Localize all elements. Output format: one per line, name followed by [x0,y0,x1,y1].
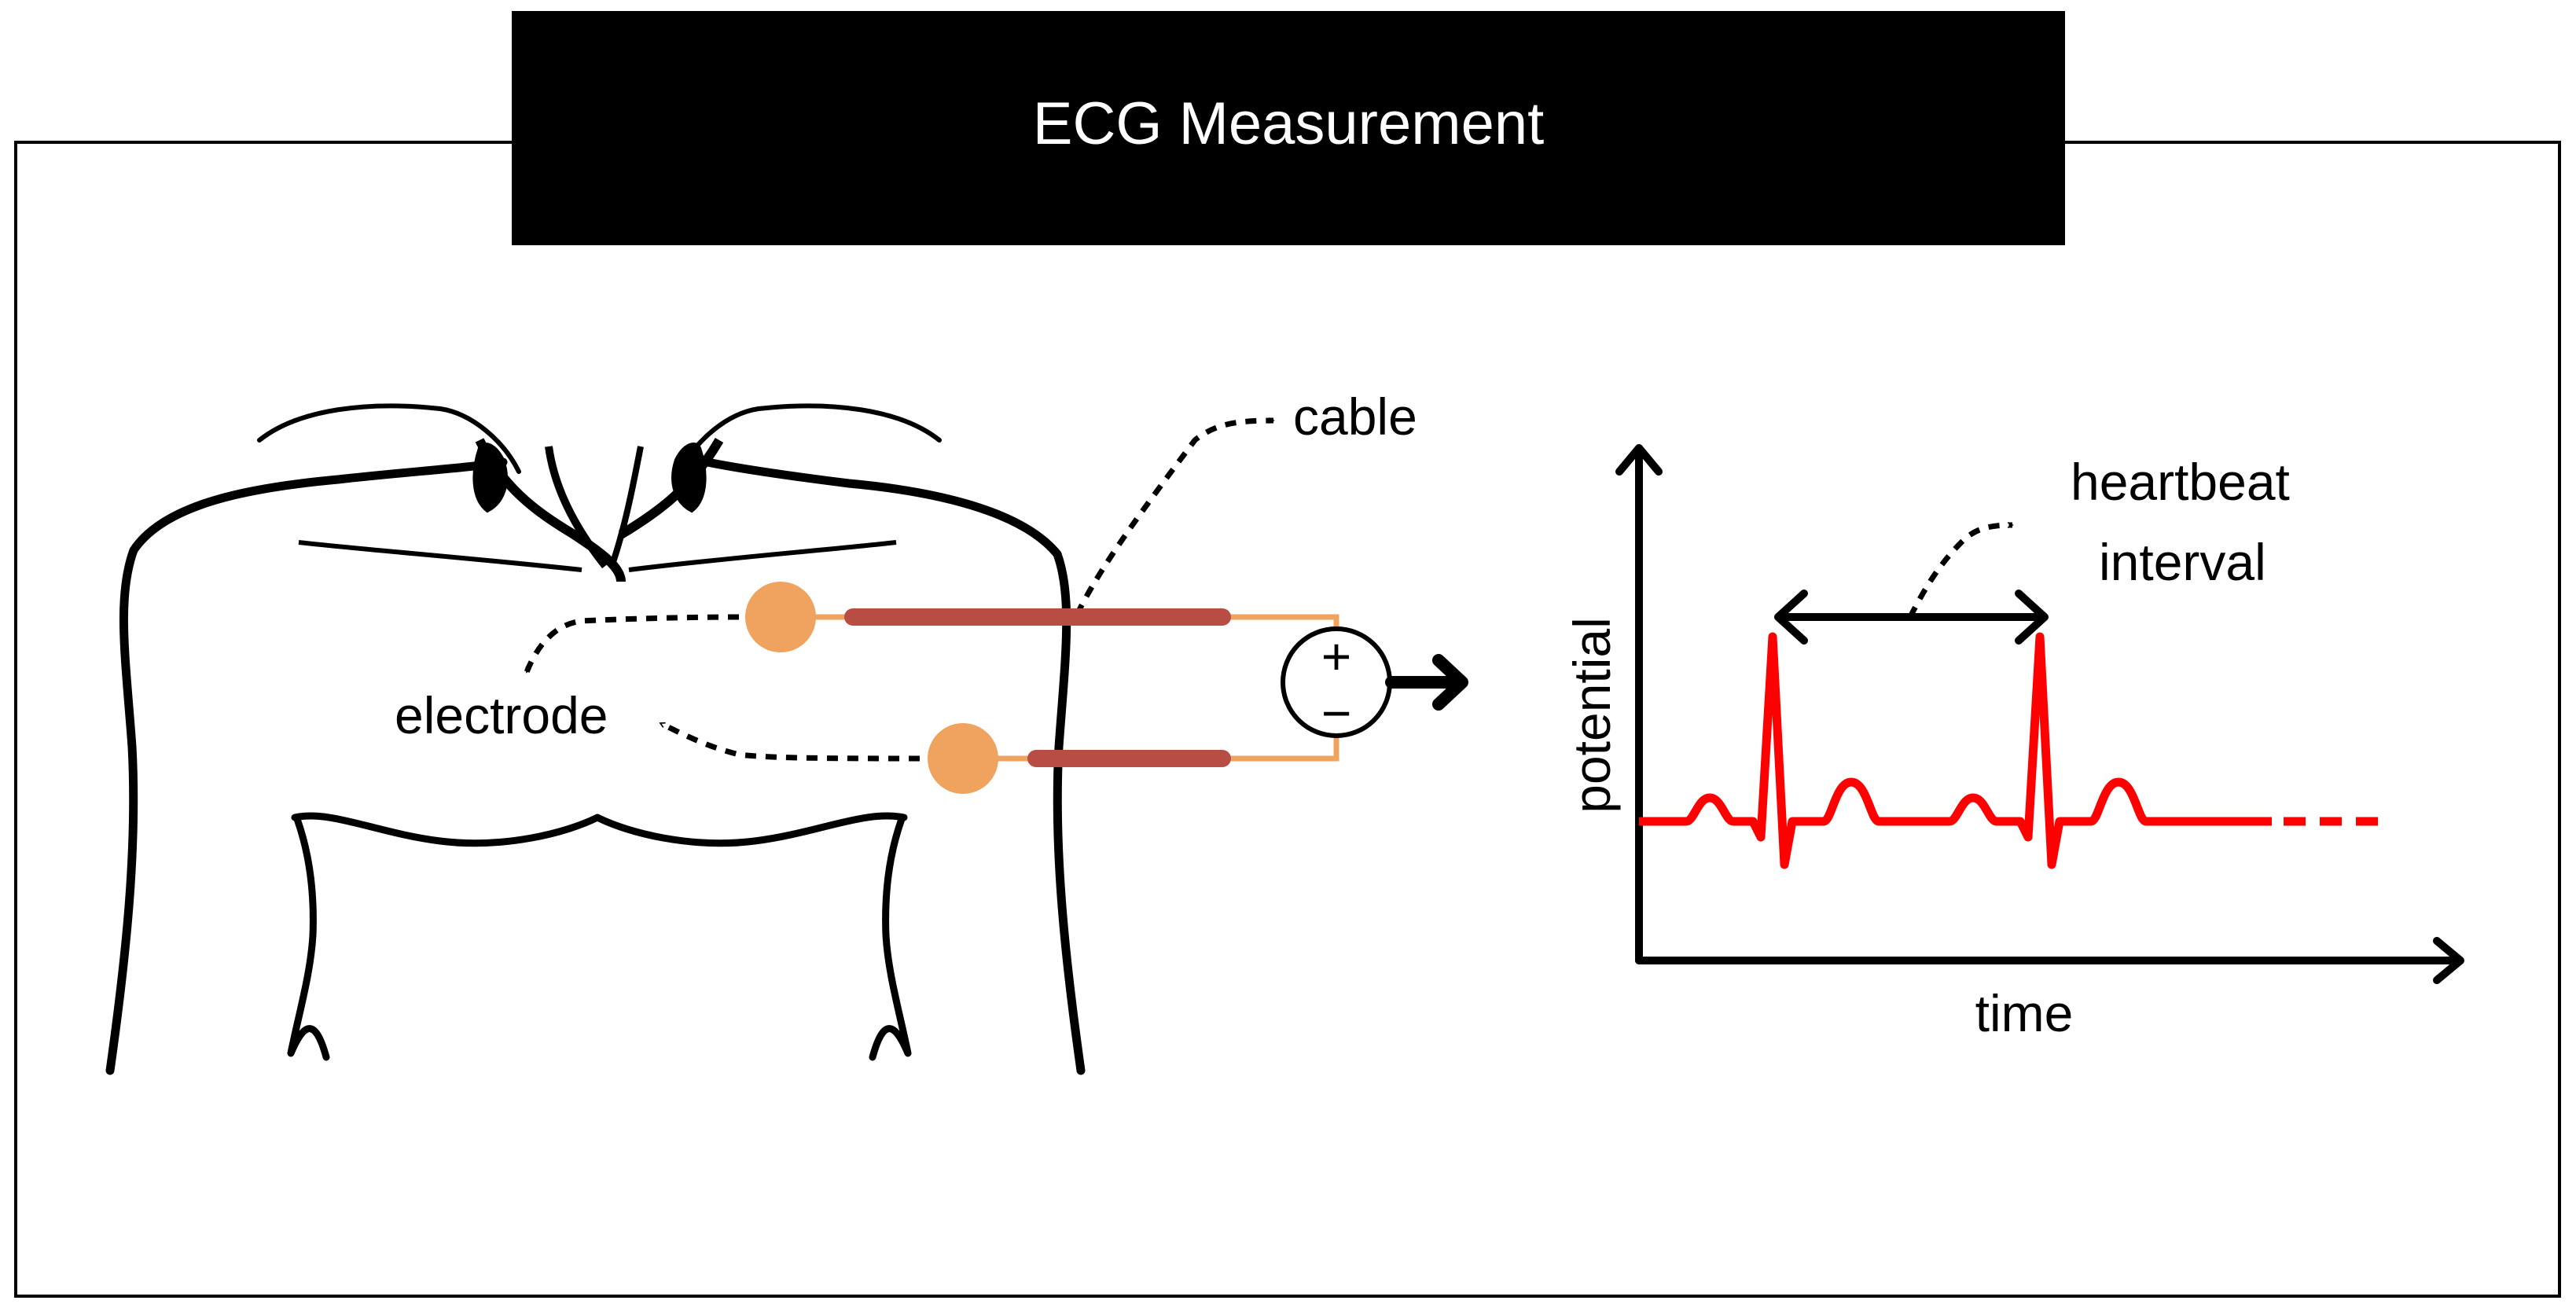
plus-sign: + [1321,627,1352,685]
torso-outline [105,403,1086,1075]
x-axis-label: time [1975,984,2074,1042]
heartbeat-label: heartbeat [2071,453,2290,511]
electrode-label: electrode [395,686,608,744]
minus-sign: − [1321,684,1352,742]
upper-electrode [745,582,816,652]
output-arrow-icon [1385,654,1468,711]
ecg-trace [1639,632,2272,869]
y-axis-label: potential [1563,617,1621,814]
title-banner [512,11,2065,245]
lower-electrode [928,723,998,794]
electrode-pointer-upper [524,614,740,674]
neck-collarbones [298,437,897,582]
cable-label: cable [1293,388,1417,446]
interval-label: interval [2099,533,2266,591]
heartbeat-pointer-arrow [1907,522,2014,619]
cable-pointer-arrow [1074,417,1275,616]
ecg-axes [1615,444,2464,984]
page-title: ECG Measurement [1033,90,1544,157]
electrode-pointer-lower [659,720,921,762]
voltage-source-icon: + − [1281,626,1392,742]
